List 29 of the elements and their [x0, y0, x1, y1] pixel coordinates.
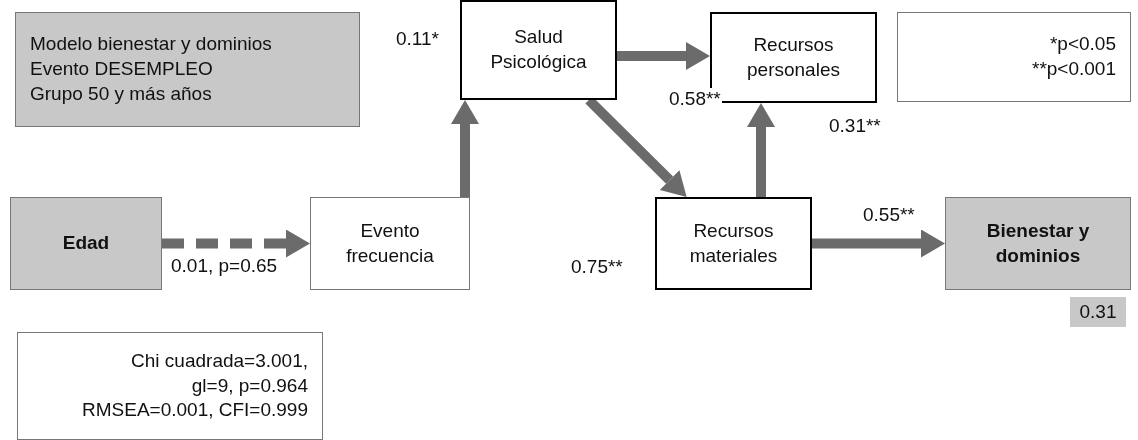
box-text: Recursos materiales — [688, 218, 779, 268]
shaded-box — [1070, 297, 1126, 327]
box-text: Evento frecuencia — [345, 218, 435, 268]
text-box — [655, 197, 812, 290]
box-text: Chi cuadrada=3.001, — [131, 348, 308, 373]
box-text: Grupo 50 y más años — [30, 81, 212, 106]
text-box — [460, 0, 617, 100]
text-box — [310, 197, 470, 290]
shaded-box — [15, 12, 360, 127]
arrow — [617, 42, 710, 70]
box-text: 0.31 — [1079, 299, 1117, 324]
box-text: Modelo bienestar y dominios — [30, 32, 272, 57]
box-text: gl=9, p=0.964 — [191, 373, 308, 398]
box-text: **p<0.001 — [1032, 57, 1116, 81]
arrow — [747, 103, 775, 197]
box-text: *p<0.05 — [1049, 32, 1116, 57]
box-text: RMSEA=0.001, CFI=0.999 — [82, 398, 308, 423]
box-text: Bienestar y dominios — [985, 218, 1091, 268]
text-box — [17, 332, 323, 440]
shaded-box — [945, 197, 1131, 290]
text-box — [897, 12, 1131, 102]
arrow — [162, 229, 310, 258]
box-text: Edad — [62, 231, 110, 256]
shaded-box — [10, 197, 162, 290]
box-text: Evento DESEMPLEO — [30, 57, 213, 82]
arrow — [451, 100, 479, 197]
arrow — [812, 229, 945, 258]
box-text: Salud Psicológica — [489, 25, 588, 74]
box-text: Recursos personales — [746, 32, 841, 82]
